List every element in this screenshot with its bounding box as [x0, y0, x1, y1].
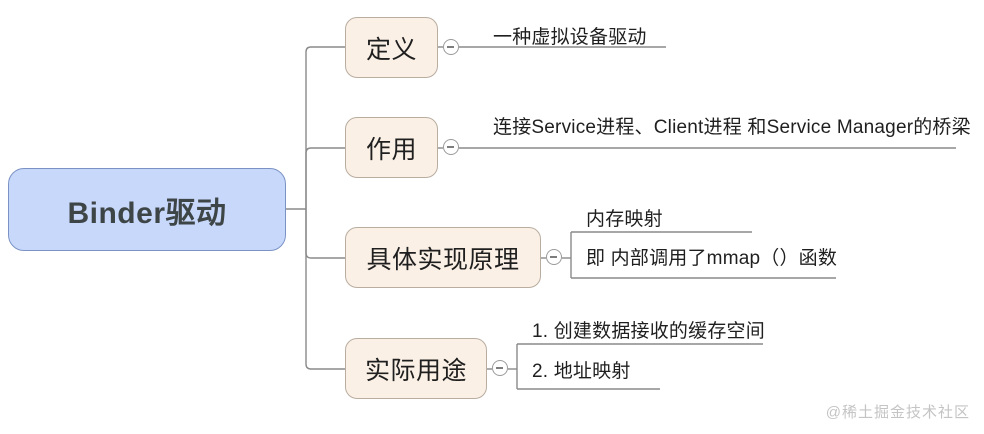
- branch-node-role[interactable]: 作用: [345, 117, 438, 178]
- leaf-text-implementation-1: 即 内部调用了mmap（）函数: [586, 248, 838, 269]
- connector-root-to-branch-1: [305, 147, 345, 209]
- connector-root-to-branch-0: [305, 46, 345, 209]
- collapse-toggle-icon-role[interactable]: [443, 139, 459, 155]
- connector-root-to-branch-3: [305, 209, 345, 370]
- leaf-text-usage-1: 2. 地址映射: [532, 361, 631, 382]
- collapse-toggle-icon-definition[interactable]: [443, 39, 459, 55]
- branch-node-label: 定义: [365, 35, 417, 64]
- leaf-text-implementation-0: 内存映射: [586, 209, 663, 230]
- branch-node-label: 作用: [365, 135, 417, 164]
- branch-node-usage[interactable]: 实际用途: [345, 338, 487, 399]
- branch-node-label: 实际用途: [364, 356, 467, 385]
- leaf-text-usage-0: 1. 创建数据接收的缓存空间: [532, 321, 765, 342]
- root-node-label: Binder驱动: [67, 196, 227, 230]
- branch-node-definition[interactable]: 定义: [345, 17, 438, 78]
- collapse-toggle-icon-usage[interactable]: [492, 360, 508, 376]
- root-node[interactable]: Binder驱动: [8, 168, 286, 251]
- branch-node-label: 具体实现原理: [366, 245, 520, 274]
- connector-root-to-branch-2: [305, 209, 345, 259]
- leaf-text-role-0: 连接Service进程、Client进程 和Service Manager的桥梁: [493, 117, 971, 138]
- branch-node-implementation[interactable]: 具体实现原理: [345, 227, 541, 288]
- watermark-label: @稀土掘金技术社区: [825, 404, 970, 421]
- collapse-toggle-icon-implementation[interactable]: [546, 249, 562, 265]
- leaf-text-definition-0: 一种虚拟设备驱动: [493, 27, 647, 48]
